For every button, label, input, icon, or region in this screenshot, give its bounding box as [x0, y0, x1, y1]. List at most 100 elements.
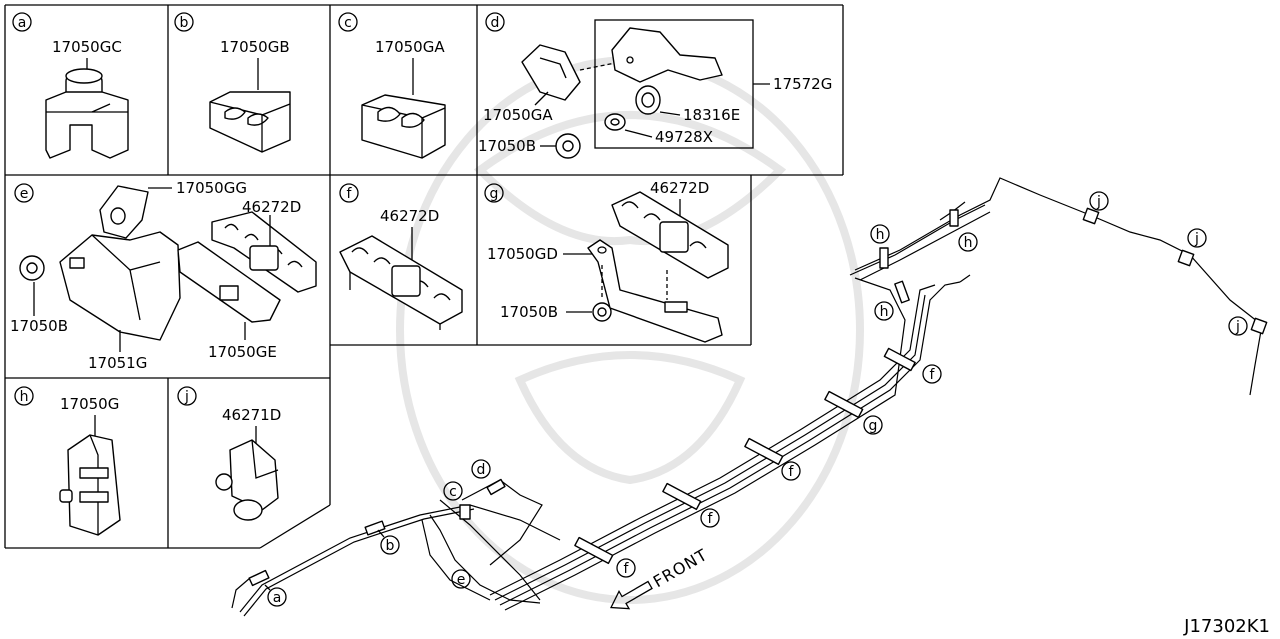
- svg-text:e: e: [20, 186, 29, 202]
- overview-callout-e[interactable]: e: [451, 569, 471, 589]
- part-number: 17051G: [88, 354, 147, 372]
- overview-callout-h[interactable]: h: [870, 224, 890, 244]
- callout-d[interactable]: d: [485, 12, 505, 32]
- part-number: 17050B: [478, 137, 536, 155]
- callout-c[interactable]: c: [338, 12, 358, 32]
- part-number: 17050GE: [208, 343, 277, 361]
- shield-17051g-icon: [59, 231, 181, 341]
- clip-46272d-icon: [211, 211, 317, 293]
- overview-callout-a[interactable]: a: [267, 587, 287, 607]
- callout-f[interactable]: f: [339, 183, 359, 203]
- panel-b: b 17050GB: [174, 12, 291, 153]
- svg-text:a: a: [18, 15, 27, 31]
- part-number: 46272D: [650, 179, 709, 197]
- overview-callout-h[interactable]: h: [958, 232, 978, 252]
- grommet-18316e-icon: [635, 85, 661, 115]
- svg-text:f: f: [930, 367, 936, 383]
- callout-a[interactable]: a: [12, 12, 32, 32]
- part-number: 17050GA: [375, 38, 445, 56]
- part-number: 18316E: [683, 106, 740, 124]
- part-number: 17050B: [10, 317, 68, 335]
- overview-callout-j[interactable]: j: [1187, 228, 1207, 248]
- part-number: 17050G: [60, 395, 119, 413]
- part-number: 46271D: [222, 406, 281, 424]
- overview-callout-g[interactable]: g: [863, 415, 883, 435]
- panel-a: a 17050GC: [12, 12, 129, 159]
- svg-text:h: h: [20, 389, 29, 405]
- overview-callout-f[interactable]: f: [781, 461, 801, 481]
- panel-h: h 17050G: [14, 386, 121, 536]
- svg-text:d: d: [491, 15, 500, 31]
- svg-text:a: a: [273, 590, 282, 606]
- svg-text:h: h: [964, 235, 973, 251]
- overview-callout-f[interactable]: f: [922, 364, 942, 384]
- washer-49728x-icon: [604, 113, 626, 131]
- bracket-17050gd-icon: [587, 239, 723, 343]
- svg-text:j: j: [1235, 319, 1240, 335]
- svg-text:b: b: [386, 538, 395, 554]
- svg-text:d: d: [477, 462, 486, 478]
- overview-callout-f[interactable]: f: [700, 508, 720, 528]
- part-number: 17050GB: [220, 38, 290, 56]
- panel-g: g 46272D 17050GD 17050B: [484, 179, 729, 343]
- panel-grid: [4, 4, 844, 549]
- svg-text:j: j: [1096, 194, 1101, 210]
- nut-17050b-icon: [555, 133, 581, 159]
- panel-f: f 46272D: [339, 183, 463, 330]
- panel-e: e 17050GG 17050B 17051G: [10, 179, 317, 372]
- svg-text:h: h: [880, 304, 889, 320]
- overview-callout-b[interactable]: b: [380, 535, 400, 555]
- panel-c: c 17050GA: [338, 12, 446, 159]
- part-number: 46272D: [380, 207, 439, 225]
- overview-callout-j[interactable]: j: [1228, 316, 1248, 336]
- part-number: 17050GD: [487, 245, 558, 263]
- svg-text:j: j: [1194, 231, 1199, 247]
- front-direction-arrow: FRONT: [610, 545, 711, 610]
- svg-text:c: c: [344, 15, 352, 31]
- clip-17050gb-icon: [209, 91, 291, 153]
- part-number: 49728X: [655, 128, 713, 146]
- clip-46271d-icon: [215, 439, 279, 521]
- overview-callout-d[interactable]: d: [471, 459, 491, 479]
- overview-callout-h[interactable]: h: [874, 301, 894, 321]
- svg-text:g: g: [869, 418, 878, 434]
- svg-text:f: f: [347, 186, 353, 202]
- panel-j: j 46271D: [177, 386, 281, 521]
- svg-text:h: h: [876, 227, 885, 243]
- clip-17050g-icon: [59, 434, 121, 536]
- clip-marks: [248, 207, 1268, 587]
- part-number: 17050GC: [52, 38, 122, 56]
- svg-text:f: f: [708, 511, 714, 527]
- callout-j[interactable]: j: [177, 386, 197, 406]
- svg-text:b: b: [180, 15, 189, 31]
- svg-text:f: f: [624, 561, 630, 577]
- clip-17050gg-icon: [99, 185, 149, 239]
- overview-callout-c[interactable]: c: [443, 481, 463, 501]
- callout-b[interactable]: b: [174, 12, 194, 32]
- part-number: 46272D: [242, 198, 301, 216]
- nut-17050b-icon: [592, 302, 612, 322]
- part-number: 17050B: [500, 303, 558, 321]
- nut-17050b-icon: [19, 255, 45, 281]
- overview-callout-j[interactable]: j: [1089, 191, 1109, 211]
- svg-text:c: c: [449, 484, 457, 500]
- callout-g[interactable]: g: [484, 183, 504, 203]
- overview-callouts: a b c d e f f f: [264, 191, 1248, 607]
- panel-d: d 17050GA 18316E 17572G 49728X: [478, 12, 832, 159]
- callout-h[interactable]: h: [14, 386, 34, 406]
- clip-17050gc-icon: [45, 68, 129, 159]
- svg-text:f: f: [789, 464, 795, 480]
- clip-17050ge-icon: [177, 241, 281, 323]
- svg-text:g: g: [490, 186, 499, 202]
- overview-callout-f[interactable]: f: [616, 558, 636, 578]
- diagram-reference-code: J17302K1: [1183, 616, 1270, 637]
- svg-text:j: j: [184, 389, 189, 405]
- clip-46272d-icon: [611, 191, 729, 279]
- part-number: 17050GA: [483, 106, 553, 124]
- callout-e[interactable]: e: [14, 183, 34, 203]
- clip-46272d-icon: [339, 235, 463, 330]
- clip-17050ga-small-icon: [521, 44, 581, 101]
- bracket-17572g-icon: [611, 27, 723, 83]
- part-number: 17572G: [773, 75, 832, 93]
